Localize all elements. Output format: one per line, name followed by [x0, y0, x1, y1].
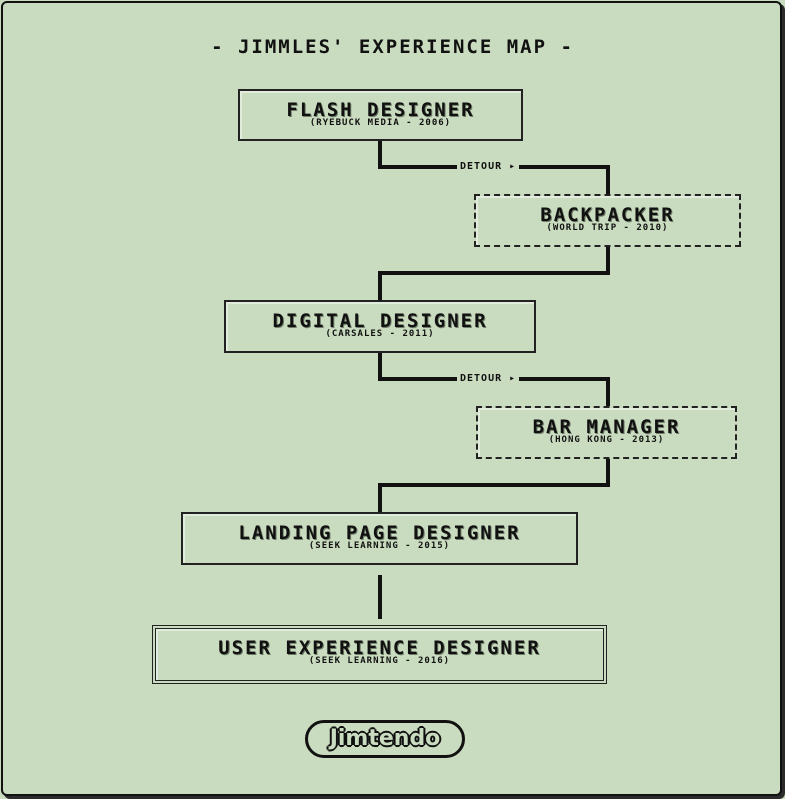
node-bar-manager: BAR MANAGER (HONG KONG - 2013) — [476, 406, 737, 459]
jimtendo-logo: Jimtendo — [305, 720, 465, 758]
node-meta: (SEEK LEARNING - 2016) — [308, 656, 451, 666]
node-meta: (RYEBUCK MEDIA - 2006) — [309, 118, 452, 128]
node-role: LANDING PAGE DESIGNER — [238, 522, 521, 544]
connector-line — [378, 575, 382, 619]
connector-line — [378, 271, 382, 300]
node-landing-page-designer: LANDING PAGE DESIGNER (SEEK LEARNING - 2… — [181, 512, 578, 565]
node-role: BAR MANAGER — [532, 416, 681, 438]
connector-line — [378, 353, 382, 380]
node-user-experience-designer: USER EXPERIENCE DESIGNER (SEEK LEARNING … — [152, 625, 607, 684]
detour-label: DETOUR ▸ — [457, 373, 520, 385]
node-meta: (HONG KONG - 2013) — [548, 435, 665, 445]
connector-line — [378, 271, 610, 275]
node-role: BACKPACKER — [540, 204, 675, 226]
map-title: - JIMMLES' EXPERIENCE MAP - — [211, 36, 574, 58]
connector-line — [606, 165, 610, 194]
detour-label: DETOUR ▸ — [457, 161, 520, 173]
node-role: FLASH DESIGNER — [286, 99, 475, 121]
connector-line — [606, 247, 610, 274]
node-role: DIGITAL DESIGNER — [272, 310, 488, 332]
node-role: USER EXPERIENCE DESIGNER — [218, 637, 541, 659]
node-digital-designer: DIGITAL DESIGNER (CARSALES - 2011) — [224, 300, 536, 353]
connector-line — [606, 459, 610, 486]
connector-line — [378, 141, 382, 168]
node-meta: (WORLD TRIP - 2010) — [546, 223, 669, 233]
connector-line — [378, 483, 382, 512]
node-flash-designer: FLASH DESIGNER (RYEBUCK MEDIA - 2006) — [238, 89, 523, 141]
connector-line — [378, 483, 610, 487]
node-meta: (SEEK LEARNING - 2015) — [308, 541, 451, 551]
connector-line — [606, 377, 610, 406]
node-backpacker: BACKPACKER (WORLD TRIP - 2010) — [474, 194, 741, 247]
node-meta: (CARSALES - 2011) — [325, 329, 435, 339]
